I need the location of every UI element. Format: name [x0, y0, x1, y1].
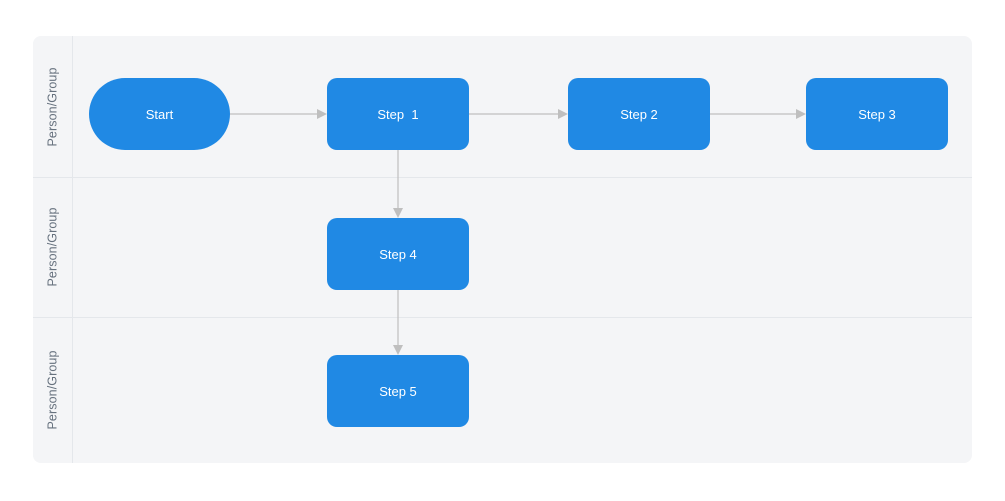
- lane-divider-0: [33, 177, 972, 178]
- node-label-step-1: Step 1: [377, 106, 419, 122]
- edge-step4-step5: [393, 290, 403, 355]
- node-step-5[interactable]: Step 5: [327, 355, 469, 427]
- edge-step1-step4: [393, 150, 403, 218]
- lane-divider-1: [33, 317, 972, 318]
- edge-step1-step2: [469, 109, 568, 119]
- node-start[interactable]: Start: [89, 78, 230, 150]
- node-label-step-4: Step 4: [379, 246, 417, 262]
- node-step-4[interactable]: Step 4: [327, 218, 469, 290]
- edge-start-step1: [230, 109, 327, 119]
- node-step-1[interactable]: Step 1: [327, 78, 469, 150]
- lane-label-column: [33, 36, 72, 463]
- lane-column-divider: [72, 36, 73, 463]
- node-label-step-3: Step 3: [858, 106, 896, 122]
- node-label-step-2: Step 2: [620, 106, 658, 122]
- node-step-2[interactable]: Step 2: [568, 78, 710, 150]
- node-step-3[interactable]: Step 3: [806, 78, 948, 150]
- edge-step2-step3: [710, 109, 806, 119]
- node-label-step-5: Step 5: [379, 383, 417, 399]
- node-label-start: Start: [145, 106, 174, 122]
